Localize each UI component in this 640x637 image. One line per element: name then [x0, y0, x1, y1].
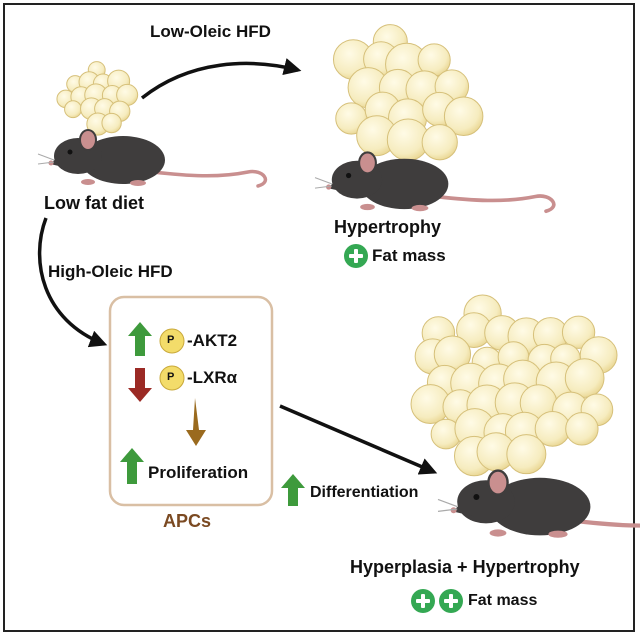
mouse-tail [433, 194, 556, 214]
mouse-ear [79, 129, 97, 151]
adipocyte-cluster-icon-medium [332, 24, 484, 162]
down-arrow-icon-lxra [128, 368, 152, 402]
adipocyte-cluster-icon-large [410, 294, 618, 477]
mouse-icon-hyperplasia [437, 469, 640, 538]
plus-icon-1 [344, 244, 368, 268]
plus-icon-2 [411, 589, 435, 613]
phospho-label-lxra: P [167, 371, 175, 383]
label-akt2: -AKT2 [187, 331, 238, 350]
mouse-body [360, 158, 449, 210]
label-fat-mass-1: Fat mass [372, 246, 446, 265]
mouse-eye [67, 149, 73, 155]
mouse-icon-hypertrophy [314, 151, 556, 214]
up-arrow-icon-differentiation [281, 474, 305, 506]
arrow-low-oleic [140, 58, 302, 100]
phospho-circle-akt2 [159, 328, 185, 354]
label-low-fat-diet: Low fat diet [44, 193, 144, 213]
adipocyte-cell-icon [565, 412, 599, 446]
apcs-box [108, 295, 274, 507]
arrow-high-oleic [37, 217, 108, 348]
mouse-body [489, 477, 591, 536]
plus-icon-3 [439, 589, 463, 613]
label-differentiation: Differentiation [310, 484, 419, 501]
mouse-ear [358, 151, 377, 175]
label-proliferation: Proliferation [148, 463, 249, 482]
adipocyte-cell-icon [564, 358, 605, 398]
adipocyte-cell-icon [64, 100, 82, 119]
phospho-label-akt2: P [167, 334, 175, 346]
label-low-oleic-hfd: Low-Oleic HFD [150, 22, 271, 41]
label-hypertrophy: Hypertrophy [334, 217, 442, 237]
phospho-circle-lxra [159, 365, 185, 391]
arrow-to-hyperplasia [279, 404, 438, 475]
mouse-eye [473, 494, 480, 500]
mouse-ear [487, 469, 509, 496]
label-hyperplasia-hypertrophy: Hyperplasia + Hypertrophy [350, 557, 580, 577]
adipocyte-cell-icon [506, 434, 547, 475]
mouse-tail [151, 169, 268, 188]
mouse-eye [345, 172, 352, 179]
label-fat-mass-2: Fat mass [468, 592, 538, 609]
mouse-tail [573, 518, 640, 528]
adipocyte-cell-icon [561, 315, 596, 349]
label-apcs: APCs [163, 511, 212, 531]
mouse-icon-low-fat [37, 129, 268, 188]
label-lxra: -LXRα [187, 368, 238, 387]
adipocyte-cell-icon [101, 112, 122, 134]
adipocyte-cell-icon [421, 124, 458, 161]
label-high-oleic-hfd: High-Oleic HFD [48, 262, 173, 281]
pathway-arrow [186, 398, 206, 446]
up-arrow-icon-akt2 [128, 322, 152, 356]
adipocyte-cell-icon [443, 96, 484, 136]
up-arrow-icon-proliferation [120, 448, 144, 484]
adipocyte-cluster-icon-small [56, 61, 139, 136]
mouse-body [81, 136, 165, 184]
